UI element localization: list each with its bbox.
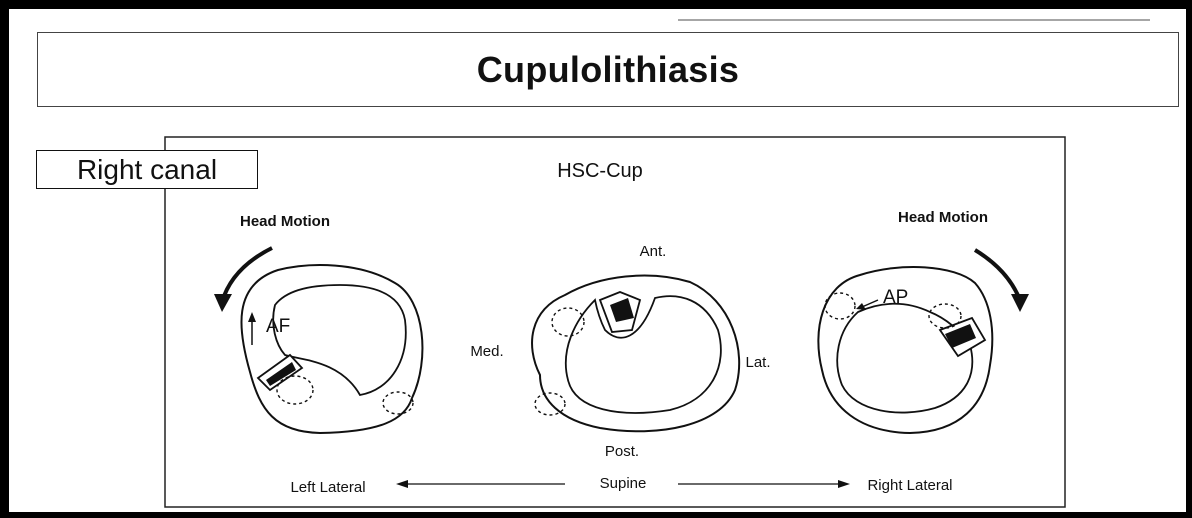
med-label: Med.	[470, 343, 503, 360]
ant-label: Ant.	[640, 243, 667, 260]
supine-canal: Ant. Med. Lat. Post.	[470, 243, 770, 460]
position-axis: Left Lateral Supine Right Lateral	[290, 475, 952, 496]
canal-label-box: Right canal	[36, 150, 258, 189]
left-lateral-canal: Head Motion AF	[214, 213, 422, 433]
left-lateral-label: Left Lateral	[290, 479, 365, 496]
lat-label: Lat.	[745, 354, 770, 371]
right-ap-label: AP	[883, 287, 908, 308]
right-lateral-canal: Head Motion AP	[818, 209, 1029, 433]
supine-label: Supine	[600, 475, 647, 492]
right-lateral-label: Right Lateral	[867, 477, 952, 494]
diagram-heading: HSC-Cup	[557, 160, 643, 182]
canal-label: Right canal	[77, 154, 217, 186]
left-af-label: AF	[266, 316, 290, 337]
post-label: Post.	[605, 443, 639, 460]
left-head-motion-label: Head Motion	[240, 213, 330, 230]
right-head-motion-label: Head Motion	[898, 209, 988, 226]
